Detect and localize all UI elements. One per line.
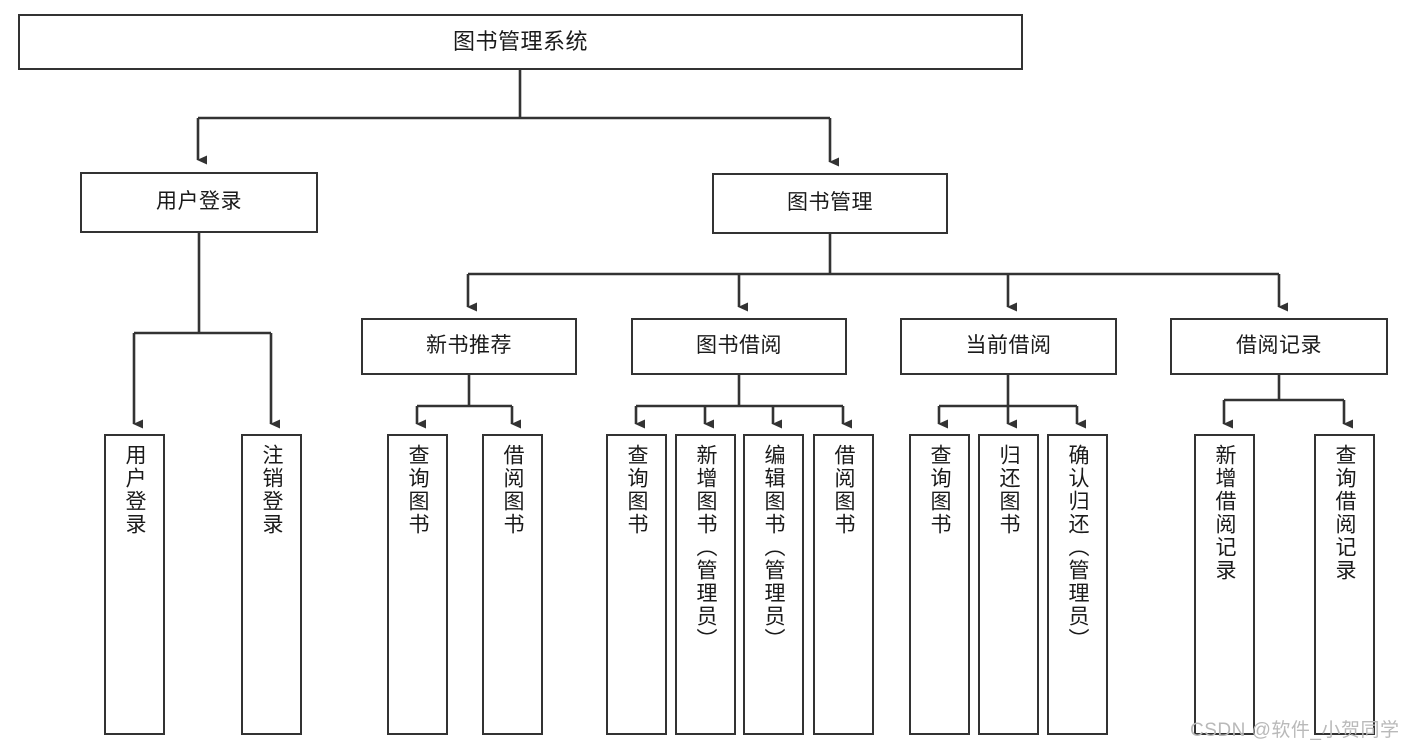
node-label: 查询图书 <box>625 444 648 536</box>
node-label: 编辑图书（管理员） <box>762 444 785 651</box>
node-label: 用户登录 <box>123 444 146 536</box>
node-label: 借阅记录 <box>1236 334 1322 358</box>
node-label: 新增借阅记录 <box>1213 444 1236 582</box>
node-label: 确认归还（管理员） <box>1066 444 1089 651</box>
node-borrow-record[interactable]: 借阅记录 <box>1170 318 1388 375</box>
leaf-borrow-query-book[interactable]: 查询图书 <box>606 434 667 735</box>
node-label: 查询图书 <box>406 444 429 536</box>
leaf-logout[interactable]: 注销登录 <box>241 434 302 735</box>
node-current-borrow[interactable]: 当前借阅 <box>900 318 1117 375</box>
leaf-borrow-book[interactable]: 借阅图书 <box>813 434 874 735</box>
leaf-new-book-borrow[interactable]: 借阅图书 <box>482 434 543 735</box>
node-label: 查询借阅记录 <box>1333 444 1356 582</box>
node-label: 借阅图书 <box>832 444 855 536</box>
node-label: 图书管理 <box>787 191 873 215</box>
node-label: 图书借阅 <box>696 334 782 358</box>
leaf-new-book-query[interactable]: 查询图书 <box>387 434 448 735</box>
node-book-management[interactable]: 图书管理 <box>712 173 948 234</box>
node-label: 图书管理系统 <box>452 29 588 55</box>
node-user-login[interactable]: 用户登录 <box>80 172 318 233</box>
leaf-user-login[interactable]: 用户登录 <box>104 434 165 735</box>
leaf-query-borrow-record[interactable]: 查询借阅记录 <box>1314 434 1375 735</box>
node-label: 新书推荐 <box>426 334 512 358</box>
leaf-edit-book-admin[interactable]: 编辑图书（管理员） <box>743 434 804 735</box>
node-new-book-recommend[interactable]: 新书推荐 <box>361 318 577 375</box>
leaf-add-book-admin[interactable]: 新增图书（管理员） <box>675 434 736 735</box>
node-label: 用户登录 <box>156 190 242 214</box>
leaf-confirm-return-admin[interactable]: 确认归还（管理员） <box>1047 434 1108 735</box>
node-book-borrow[interactable]: 图书借阅 <box>631 318 847 375</box>
watermark-text: CSDN @软件_小贺同学 <box>1190 720 1400 741</box>
leaf-return-book[interactable]: 归还图书 <box>978 434 1039 735</box>
node-label: 查询图书 <box>928 444 951 536</box>
leaf-current-query-book[interactable]: 查询图书 <box>909 434 970 735</box>
node-label: 归还图书 <box>997 444 1020 536</box>
node-label: 当前借阅 <box>965 334 1052 358</box>
node-label: 借阅图书 <box>501 444 524 536</box>
node-label: 注销登录 <box>260 444 283 536</box>
node-label: 新增图书（管理员） <box>694 444 717 651</box>
leaf-add-borrow-record[interactable]: 新增借阅记录 <box>1194 434 1255 735</box>
node-root-book-management-system[interactable]: 图书管理系统 <box>18 14 1023 70</box>
